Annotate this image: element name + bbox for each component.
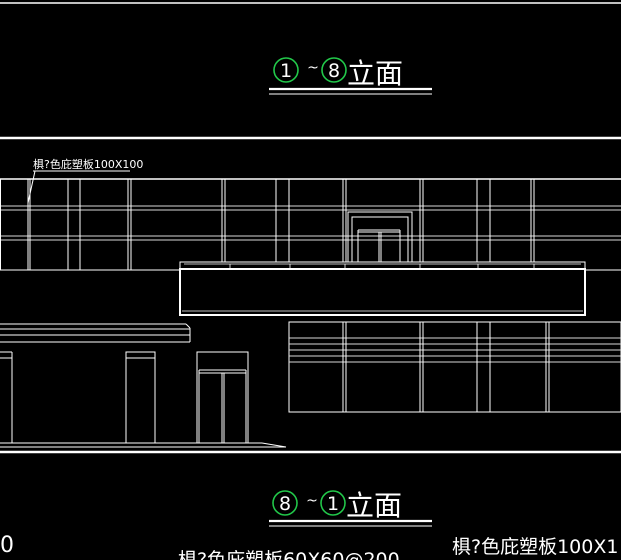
- upper-panel-annotation: 椇?色庇塑板100X100: [27, 157, 143, 204]
- lower-left-wing: [0, 323, 287, 448]
- central-entrance: [347, 211, 413, 263]
- lower-right-curtain-wall: [288, 321, 621, 413]
- axis-marker-start: [272, 490, 298, 516]
- top-elevation-title: 1 ~ 8 立面: [269, 57, 432, 95]
- panel-note-lower-left: 椇?色庇塑板60X60@200: [178, 549, 400, 560]
- elevation-label: 立面: [347, 57, 403, 90]
- axis-marker-start: [273, 57, 299, 83]
- axis-marker-end: [321, 57, 347, 83]
- edge-fragment: 0: [0, 533, 14, 558]
- elevation-label: 立面: [346, 489, 402, 522]
- axis-marker-end: [320, 490, 346, 516]
- axis-marker-end-label: 8: [328, 60, 340, 82]
- axis-separator: ~: [307, 60, 319, 76]
- axis-marker-start-label: 1: [280, 60, 292, 82]
- axis-marker-end-label: 1: [327, 493, 339, 515]
- axis-separator: ~: [306, 493, 318, 509]
- canopy-block: [179, 261, 586, 316]
- axis-marker-start-label: 8: [279, 493, 291, 515]
- upper-facade: [0, 178, 621, 271]
- panel-note-lower-right: 椇?色庇塑板100X1: [452, 536, 618, 558]
- bottom-elevation-title: 8 ~ 1 立面: [269, 489, 432, 527]
- panel-note-upper: 椇?色庇塑板100X100: [33, 157, 143, 171]
